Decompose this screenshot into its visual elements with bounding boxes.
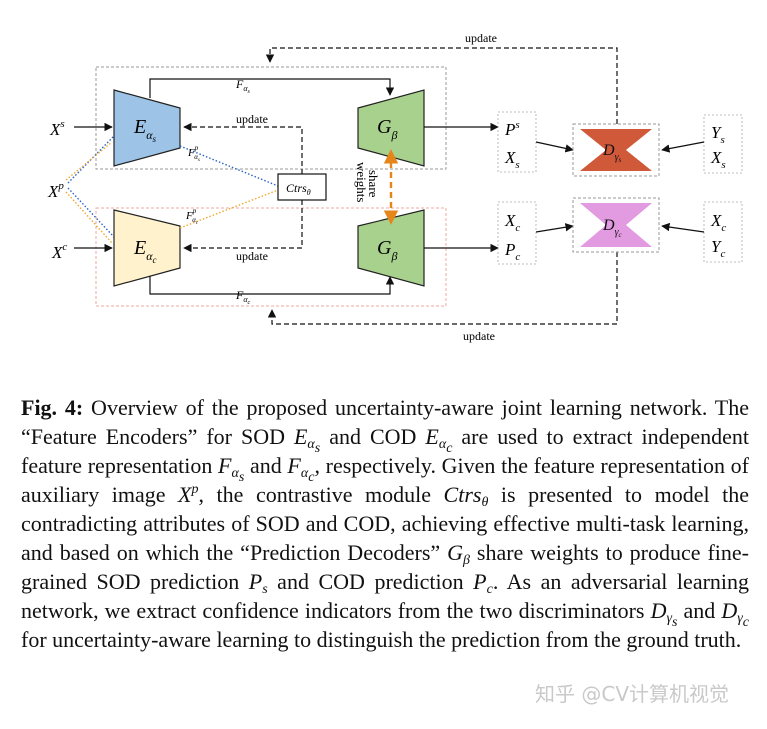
cod-group-box: [95, 207, 447, 307]
math-g-beta: Gβ: [447, 540, 470, 568]
xp-to-ec-blue: [67, 187, 115, 238]
cod-output-box: [497, 201, 537, 265]
gt-xc: Xc: [710, 211, 726, 234]
disc-cod-frame: [572, 197, 660, 253]
output-xs: Xs: [504, 148, 520, 171]
math-f-alpha-c: Fαc: [287, 453, 315, 485]
math-ctrs-theta: Ctrsθ: [443, 482, 489, 510]
fps-to-ctrs: [179, 145, 279, 187]
decoder-sod-label: Gβ: [377, 116, 397, 142]
input-xs: Xs: [49, 118, 65, 139]
encoder-sod: [113, 89, 181, 167]
decoder-cod-label: Gβ: [377, 237, 397, 263]
math-p-c: Pc: [473, 569, 493, 597]
top-update-label: update: [465, 31, 497, 45]
math-e-alpha-c: Eαc: [425, 424, 453, 456]
ctrs-update-sod-label: update: [236, 112, 268, 126]
arrow-cod-to-disc: [535, 223, 574, 233]
arrow-gt-to-disc-sod: [661, 141, 705, 153]
encoder-cod-label: Eαc: [133, 237, 157, 265]
figure-caption: Fig. 4: Overview of the proposed uncerta…: [21, 395, 750, 652]
bottom-update-label: update: [463, 329, 495, 343]
arrow-gt-to-disc-cod: [661, 222, 705, 233]
disc-sod-frame: [572, 123, 660, 177]
math-e-alpha-s: Eαs: [293, 424, 321, 456]
architecture-diagram: update update Xs Xp Xc Eαs Eαc Fαs Fαc F…: [47, 31, 743, 343]
discriminator-cod-label: Dγc: [602, 217, 623, 239]
gt-xs: Xs: [710, 148, 726, 171]
math-x-p: Xp: [178, 482, 199, 507]
ctrs-update-sod: [183, 122, 303, 174]
math-f-alpha-s: Fαs: [218, 453, 245, 485]
share-weights-label: shareweights: [354, 162, 381, 202]
bottom-update-line: [267, 252, 618, 325]
input-xp: Xp: [47, 180, 64, 201]
decoder-sod: [357, 89, 425, 167]
input-xc: Xc: [51, 241, 67, 262]
xp-to-es-orange: [65, 141, 113, 181]
encoder-sod-label: Eαs: [133, 116, 157, 144]
top-update-line: [265, 47, 618, 124]
skip-fas-label: Fαs: [235, 77, 251, 95]
skip-fas: [149, 78, 395, 98]
caption-label: Fig. 4:: [21, 395, 84, 420]
ctrs-update-cod: [183, 200, 303, 253]
watermark: 知乎 @CV计算机视觉: [535, 682, 730, 706]
skip-fac: [149, 276, 395, 295]
xp-to-ec-orange: [65, 191, 113, 244]
discriminator-cod: [580, 203, 652, 247]
discriminator-sod: [580, 129, 652, 171]
encoder-cod: [113, 209, 181, 287]
math-p-s: Ps: [248, 569, 268, 597]
math-d-gamma-s: Dγs: [650, 598, 678, 630]
gt-ys: Ys: [711, 123, 725, 146]
skip-fac-label: Fαc: [235, 288, 251, 306]
math-d-gamma-c: Dγc: [721, 598, 749, 630]
gt-yc: Yc: [711, 237, 725, 260]
decoder-cod: [357, 209, 425, 287]
contrastive-module-label: Ctrsθ: [286, 181, 311, 197]
output-ps: Ps: [504, 119, 520, 139]
fpc-to-ctrs: [179, 189, 279, 229]
discriminator-sod-label: Dγs: [602, 142, 622, 164]
arrow-sod-to-disc: [535, 141, 574, 153]
output-pc: Pc: [504, 240, 520, 263]
ctrs-update-cod-label: update: [236, 249, 268, 263]
sod-group-box: [95, 66, 447, 170]
output-xc: Xc: [504, 211, 520, 234]
